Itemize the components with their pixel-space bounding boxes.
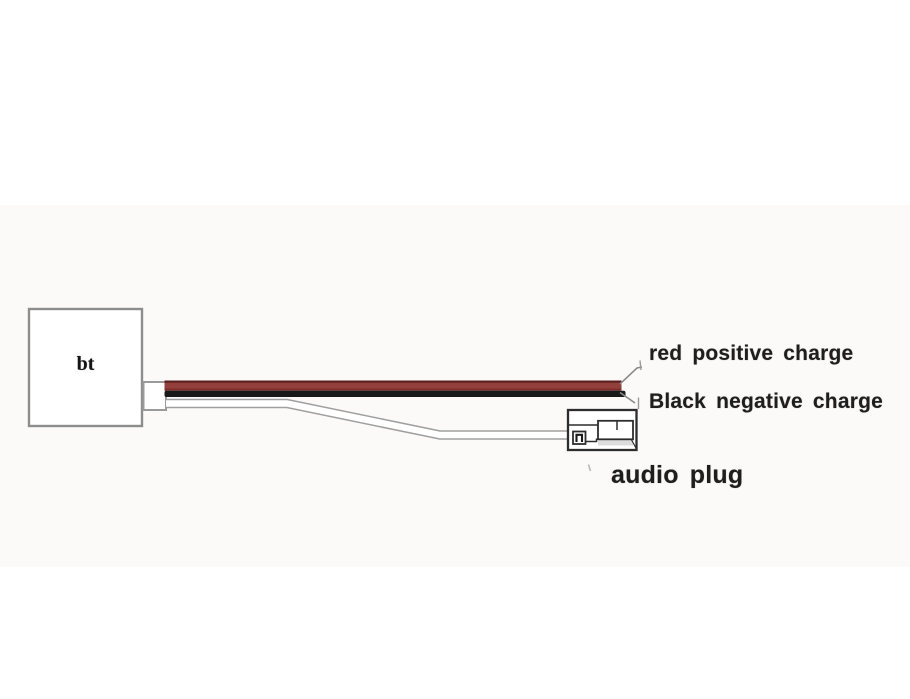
- white-audio-wire: [166, 398, 568, 440]
- bt-module-label: bt: [76, 353, 95, 375]
- plug-shaded-band: [598, 439, 633, 446]
- black-negative-wire: [164, 390, 626, 397]
- red-wire-pointer-line: [619, 360, 643, 385]
- white-wire-core: [166, 400, 568, 439]
- stray-mark: [587, 464, 592, 472]
- red-wire-top-edge: [164, 380, 622, 383]
- plug-terminal-mark: [575, 433, 584, 442]
- red-wire-body: [164, 380, 622, 391]
- red-wire-label: red positive charge: [649, 342, 854, 365]
- audio-plug-drawing: [566, 408, 638, 452]
- plug-step-line: [585, 438, 598, 443]
- red-pointer-tick: [639, 360, 642, 371]
- red-wire-bottom-edge: [164, 388, 622, 391]
- black-pointer-path: [619, 391, 636, 404]
- black-wire-label: Black negative charge: [649, 390, 883, 413]
- plug-inner-block: [597, 419, 634, 441]
- bt-module-outline: [27, 307, 144, 428]
- plug-terminal-square: [572, 430, 587, 445]
- black-wire-pointer-line: [619, 391, 640, 409]
- red-positive-wire: [164, 380, 622, 391]
- black-wire-body: [164, 390, 626, 397]
- wire-connector-outline: [142, 381, 167, 411]
- bt-module-box: [27, 307, 144, 428]
- plug-corner-line: [631, 439, 637, 450]
- wire-connector: [142, 381, 167, 411]
- audio-plug-label: audio plug: [611, 461, 744, 489]
